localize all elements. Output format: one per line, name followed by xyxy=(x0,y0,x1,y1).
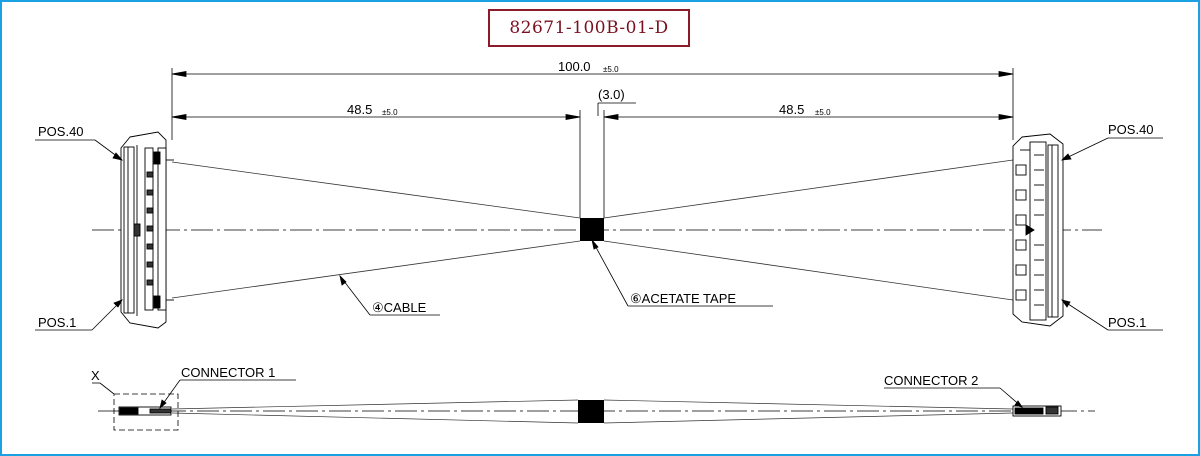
connector2-label: CONNECTOR 2 xyxy=(884,373,978,388)
right-pos40-label: POS.40 xyxy=(1108,122,1154,137)
tape-width-dim: (3.0) xyxy=(598,87,625,102)
overall-dimension xyxy=(171,68,1014,140)
half-dimensions xyxy=(171,102,1014,218)
overall-dim-value: 100.0 xyxy=(558,59,591,74)
leader-lines xyxy=(35,137,1163,331)
part-number-box: 82671-100B-01-D xyxy=(488,9,690,47)
cable-top-view xyxy=(171,159,1014,301)
connector1-side xyxy=(118,406,172,416)
cable-side-view xyxy=(171,399,1014,424)
connector2-side xyxy=(1012,405,1062,417)
connector-left xyxy=(120,131,174,329)
detail-x-box xyxy=(113,393,179,431)
right-dim-value: 48.5 xyxy=(779,102,804,117)
acetate-tape-top xyxy=(580,218,604,241)
left-dim-value: 48.5 xyxy=(347,102,372,117)
right-pos1-label: POS.1 xyxy=(1108,315,1146,330)
connector1-label: CONNECTOR 1 xyxy=(181,365,275,380)
left-pos40-label: POS.40 xyxy=(38,124,84,139)
detail-x-label: X xyxy=(91,368,100,383)
cable-label: ④CABLE xyxy=(372,300,427,315)
acetate-tape-label: ⑥ACETATE TAPE xyxy=(630,291,736,306)
connector-right xyxy=(1012,133,1064,327)
acetate-tape-side xyxy=(578,400,604,423)
left-pos1-label: POS.1 xyxy=(38,315,76,330)
left-dim-tolerance: ±5.0 xyxy=(382,108,398,117)
right-dim-tolerance: ±5.0 xyxy=(815,108,831,117)
overall-dim-tolerance: ±5.0 xyxy=(603,65,619,74)
side-leader-lines xyxy=(92,379,1023,410)
